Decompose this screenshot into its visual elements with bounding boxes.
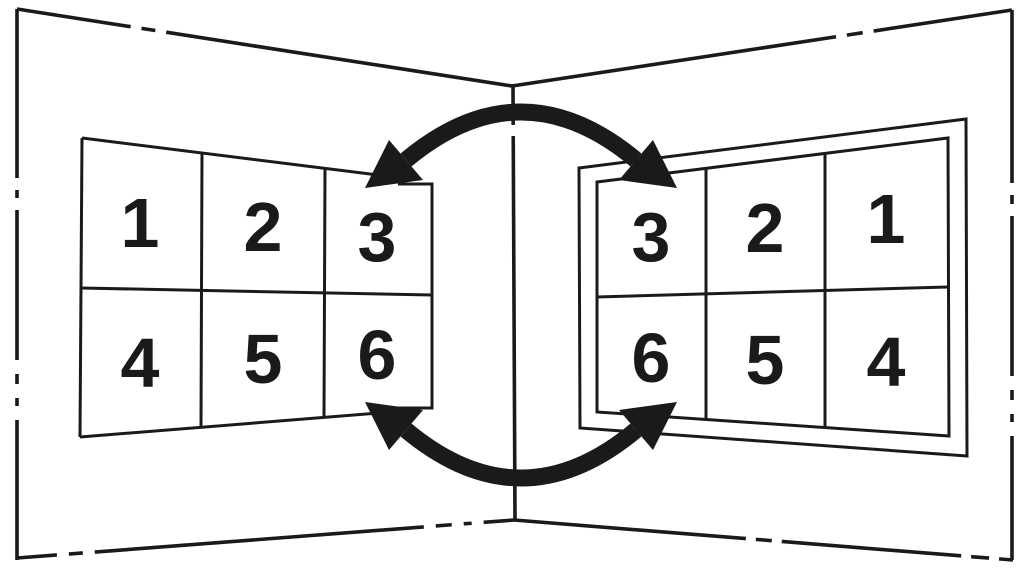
top-arrow-head-left [365,140,423,188]
corner-line [511,85,517,521]
left-panel-3: 3 [358,198,397,276]
bottom-arrow-head-right [619,402,677,450]
swap-arrow-top-icon [365,103,677,188]
left-grid-bottom-edge [79,409,405,439]
swap-arrow-bottom-icon [365,402,677,487]
left-grid-corner-edge [398,182,434,410]
right-panel-4: 4 [867,323,906,401]
left-grid-divider-2 [322,168,327,418]
right-wall-outer-frame [577,117,969,458]
left-panel-1: 1 [121,184,160,262]
left-grid-middle-line [80,286,433,297]
right-panel-5: 5 [746,321,785,399]
left-grid-left-edge [78,137,84,438]
right-panel-3: 3 [632,198,671,276]
right-panel-6: 6 [632,319,671,397]
left-panel-5: 5 [244,320,283,398]
room-border [15,7,1014,562]
border-top-right [511,8,1013,88]
top-arrow-head-right [619,140,677,188]
border-bottom-right [513,518,1014,562]
right-panel-2: 2 [746,189,785,267]
left-grid-top-edge [81,136,379,177]
right-wall-grid [577,117,969,458]
panel-numbers: 1 2 3 4 5 6 3 2 1 6 5 4 [121,180,906,402]
right-panel-1: 1 [867,180,906,258]
border-top-left [16,7,513,88]
left-panel-6: 6 [358,316,397,394]
right-grid-middle-line [596,285,949,299]
left-wall-grid [78,136,434,439]
left-panel-2: 2 [244,188,283,266]
bottom-arrow-head-left [365,402,423,450]
bottom-arrow-arc [400,423,642,487]
left-grid-divider-1 [199,152,204,428]
top-arrow-arc [400,103,642,167]
border-bottom-left [16,518,515,560]
left-panel-4: 4 [121,324,160,402]
swap-arrows [365,103,677,487]
right-wall-inner-frame [595,136,951,438]
